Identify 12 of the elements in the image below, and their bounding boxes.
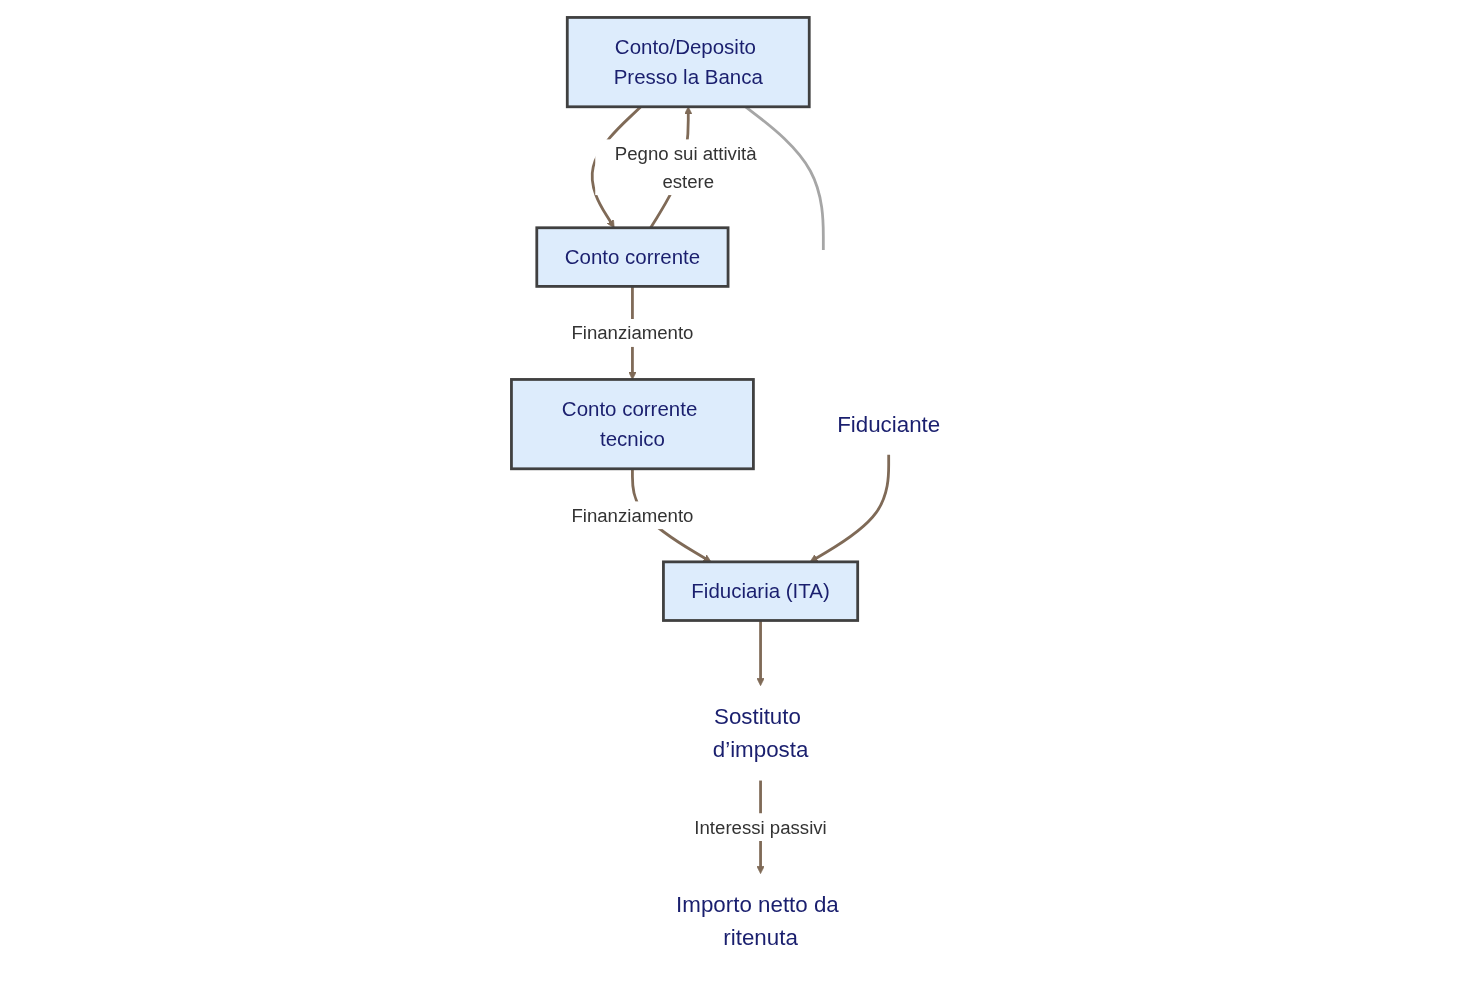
edge-label: Pegno sui attività estere: [615, 143, 757, 192]
node-text: Importo netto da ritenuta: [676, 891, 839, 950]
node-box: Fiduciaria (ITA): [662, 560, 860, 622]
node-box: Conto corrente: [535, 226, 730, 288]
node-box: Conto corrente tecnico: [510, 378, 755, 471]
node-text: Fiduciante: [837, 411, 941, 437]
edge-label: Finanziamento: [571, 505, 694, 526]
node-box: Conto/Deposito Presso la Banca: [566, 16, 811, 109]
node-text: Sostituto d’imposta: [712, 703, 809, 762]
edge-label: Interessi passivi: [694, 816, 827, 838]
arrow: [756, 620, 765, 686]
edge-label: Finanziamento: [571, 322, 694, 344]
